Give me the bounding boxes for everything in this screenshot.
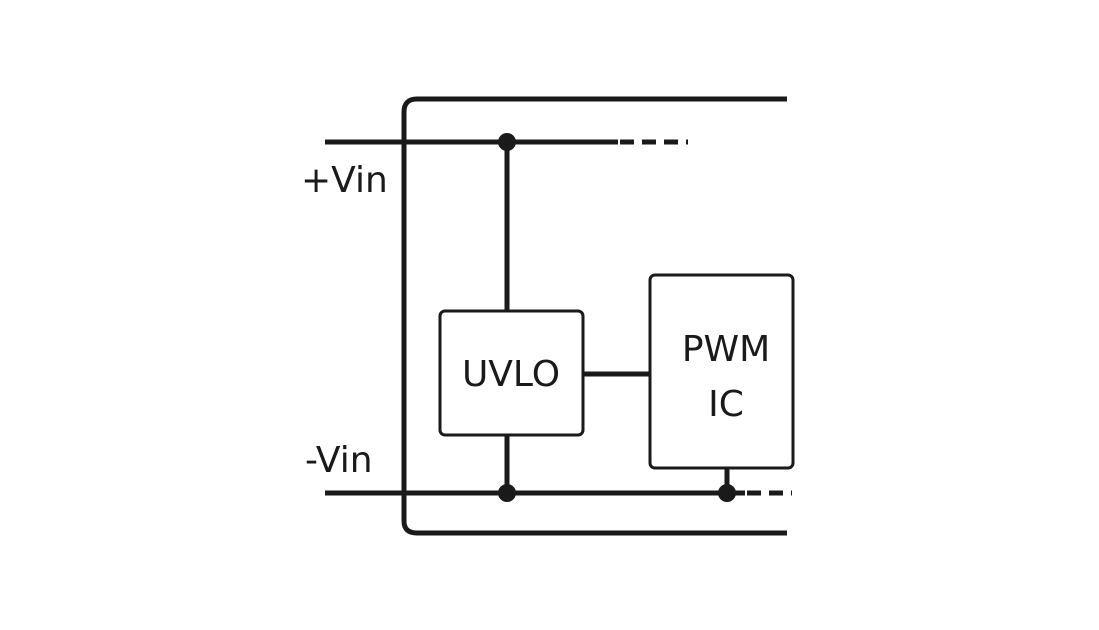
minus-vin-label: -Vin bbox=[305, 440, 373, 481]
module-enclosure bbox=[401, 96, 787, 536]
pwm-ic-label-line1: PWM bbox=[682, 329, 770, 370]
pwm-ground-junction-node bbox=[718, 484, 736, 502]
pwm-ic-block bbox=[648, 273, 795, 470]
minus-vin-junction-node bbox=[498, 484, 516, 502]
uvlo-label: UVLO bbox=[462, 354, 560, 395]
plus-vin-label: +Vin bbox=[301, 160, 388, 201]
pwm-ic-label-line2: IC bbox=[708, 384, 744, 425]
plus-vin-junction-node bbox=[498, 133, 516, 151]
uvlo-block bbox=[438, 309, 585, 437]
